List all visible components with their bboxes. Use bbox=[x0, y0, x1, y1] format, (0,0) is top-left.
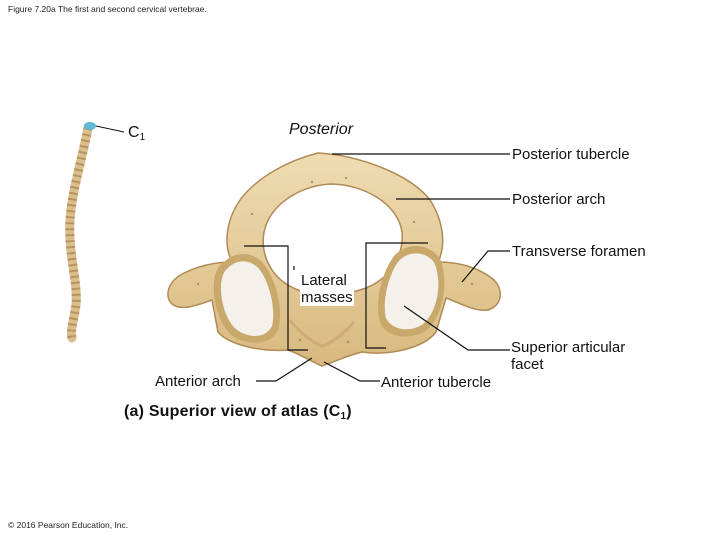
atlas-vertebra bbox=[167, 152, 501, 367]
figure-caption: (a) Superior view of atlas (C1) bbox=[124, 403, 352, 422]
leader-lateral-masses-right bbox=[365, 242, 428, 349]
leader-lateral-masses-left bbox=[244, 245, 308, 351]
label-lateral-masses-line2: masses bbox=[301, 289, 353, 306]
caption-sub: 1 bbox=[340, 411, 347, 422]
label-transverse-foramen: Transverse foramen bbox=[512, 243, 646, 260]
figure-title: Figure 7.20a The first and second cervic… bbox=[8, 4, 207, 14]
label-anterior-arch: Anterior arch bbox=[155, 373, 241, 390]
spine-thumbnail bbox=[65, 122, 125, 343]
leader-anterior-arch bbox=[256, 357, 313, 382]
caption-text: Superior view of atlas (C bbox=[148, 403, 341, 420]
label-lateral-masses: Lateral masses bbox=[300, 272, 354, 306]
caption-letter: (a) bbox=[124, 403, 145, 420]
label-superior-articular-facet-line2: facet bbox=[511, 356, 544, 373]
label-posterior-tubercle: Posterior tubercle bbox=[512, 146, 630, 163]
spine-level-label: C1 bbox=[128, 124, 146, 143]
label-lateral-masses-line1: Lateral bbox=[301, 272, 347, 289]
leader-transverse-foramen bbox=[461, 250, 510, 283]
leader-superior-articular-facet bbox=[403, 305, 510, 351]
label-superior-articular-facet: Superior articular facet bbox=[511, 339, 625, 373]
right-articular-facet bbox=[384, 253, 439, 330]
leader-lines bbox=[244, 153, 510, 382]
copyright: © 2016 Pearson Education, Inc. bbox=[8, 520, 129, 530]
label-posterior-arch: Posterior arch bbox=[512, 191, 606, 208]
label-superior-articular-facet-line1: Superior articular bbox=[511, 339, 626, 356]
left-articular-facet bbox=[220, 261, 274, 336]
label-anterior-tubercle: Anterior tubercle bbox=[381, 374, 492, 391]
leader-anterior-tubercle bbox=[323, 361, 380, 382]
c1-highlight bbox=[84, 122, 96, 130]
caption-close: ) bbox=[346, 403, 352, 420]
orientation-label: Posterior bbox=[289, 121, 354, 138]
